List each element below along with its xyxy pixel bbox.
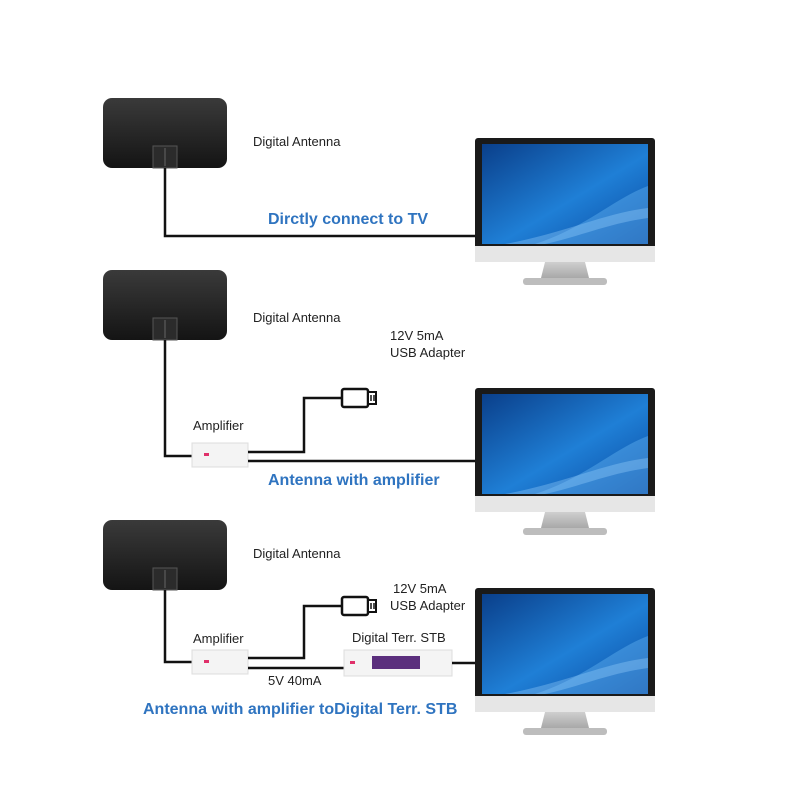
amplifier-label: Amplifier (193, 418, 244, 433)
monitor-icon (475, 588, 655, 735)
stb-label: Digital Terr. STB (352, 630, 446, 645)
amplifier-box-icon (191, 649, 249, 675)
caption-direct: Dirctly connect to TV (268, 211, 428, 228)
adapter-name-label: USB Adapter (390, 345, 466, 360)
row-3-stb: Digital Antenna 12V 5mA USB Adapter Ampl… (102, 519, 655, 735)
caption-amplifier: Antenna with amplifier (268, 472, 440, 489)
caption-stb: Antenna with amplifier toDigital Terr. S… (143, 701, 457, 718)
antenna-panel-icon (102, 519, 228, 591)
antenna-label: Digital Antenna (253, 310, 341, 325)
usb-cable (248, 604, 342, 660)
coax-cable (163, 168, 478, 238)
amplifier-label: Amplifier (193, 631, 244, 646)
usb-plug-icon (340, 387, 378, 409)
row-1-direct: Digital Antenna Dirctly connect to TV (102, 97, 655, 285)
usb-plug-icon (340, 595, 378, 617)
antenna-panel-icon (102, 97, 228, 169)
antenna-panel-icon (102, 269, 228, 341)
monitor-icon (475, 388, 655, 535)
row-2-amplifier: Digital Antenna 12V 5mA USB Adapter Ampl… (102, 269, 655, 535)
adapter-spec-label: 12V 5mA (390, 328, 444, 343)
adapter-spec-label: 12V 5mA (393, 581, 447, 596)
usb-cable (248, 396, 342, 454)
antenna-label: Digital Antenna (253, 134, 341, 149)
coax-cable (163, 340, 192, 458)
monitor-icon (475, 138, 655, 285)
amplifier-box-icon (191, 442, 249, 468)
power-spec-label: 5V 40mA (268, 673, 322, 688)
set-top-box-icon (343, 649, 453, 677)
adapter-name-label: USB Adapter (390, 598, 466, 613)
coax-cable (163, 590, 192, 664)
antenna-label: Digital Antenna (253, 546, 341, 561)
